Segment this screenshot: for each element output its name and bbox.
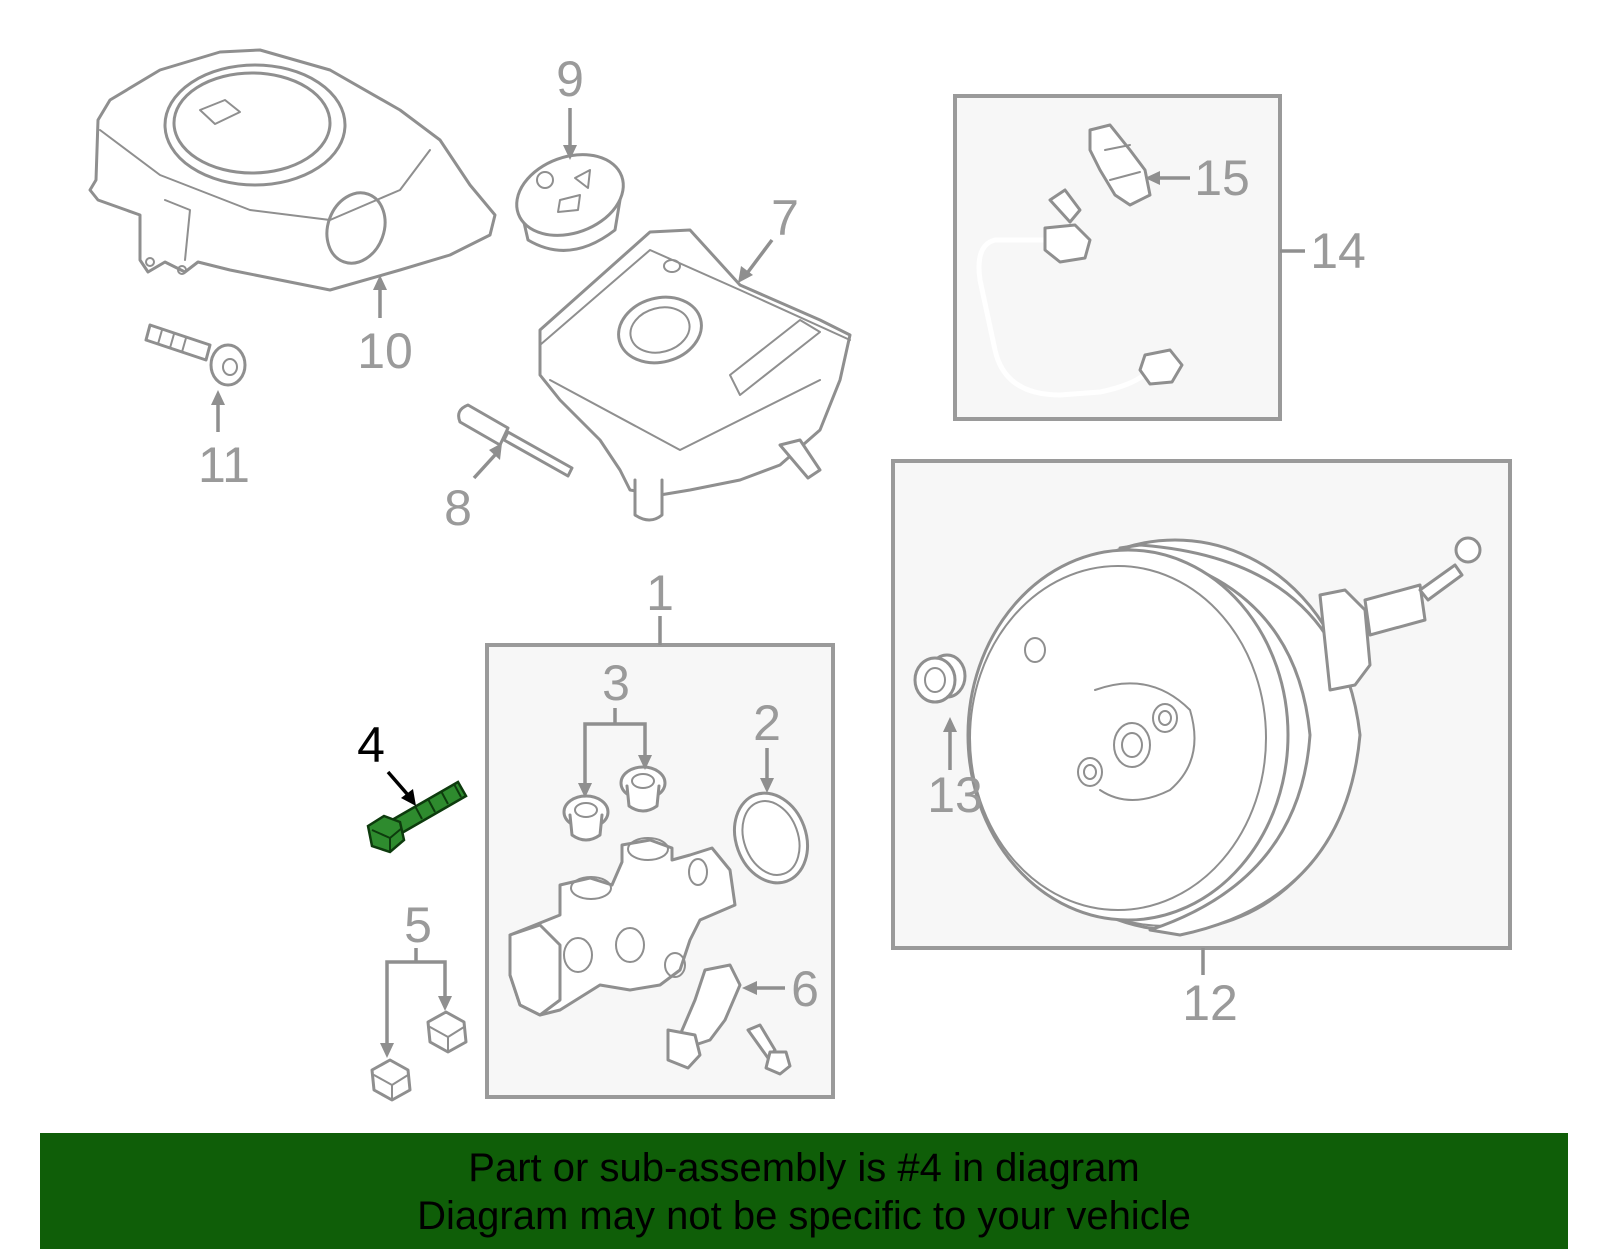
part-13-grommet[interactable] (913, 653, 967, 704)
part-2-o-ring[interactable] (722, 783, 819, 893)
part-8-pin[interactable] (457, 403, 574, 478)
part-14-brake-line[interactable] (976, 188, 1184, 398)
callout-7: 7 (771, 190, 799, 246)
info-banner: Part or sub-assembly is #4 in diagram Di… (40, 1133, 1568, 1249)
callout-9: 9 (556, 51, 584, 107)
part-12-brake-booster[interactable] (966, 536, 1482, 937)
callout-6: 6 (791, 961, 819, 1017)
callout-3: 3 (602, 655, 630, 711)
part-7-fluid-reservoir[interactable] (538, 228, 852, 522)
callout-12: 12 (1182, 975, 1238, 1031)
part-5-nuts[interactable] (370, 1010, 468, 1102)
part-11-bolt[interactable] (144, 323, 247, 387)
callout-10: 10 (357, 323, 413, 379)
banner-line-1: Part or sub-assembly is #4 in diagram (468, 1146, 1140, 1190)
callout-13: 13 (927, 767, 983, 823)
part-4-bolt-highlighted[interactable] (366, 780, 468, 854)
part-15-sensor[interactable] (1088, 123, 1152, 207)
part-3-reservoir-seals[interactable] (562, 765, 667, 842)
part-9-reservoir-cap[interactable] (505, 140, 634, 252)
callout-14: 14 (1310, 223, 1366, 279)
callout-2: 2 (753, 695, 781, 751)
callout-4: 4 (357, 717, 385, 773)
callout-8: 8 (444, 480, 472, 536)
banner-line-2: Diagram may not be specific to your vehi… (417, 1194, 1191, 1238)
callout-1: 1 (646, 565, 674, 621)
part-10-reservoir-cover[interactable] (88, 48, 497, 292)
callout-5: 5 (404, 897, 432, 953)
master-cylinder-body[interactable] (508, 837, 737, 1017)
part-6-sensor[interactable] (666, 963, 792, 1076)
leader-lines (211, 108, 1305, 1058)
callout-15: 15 (1194, 150, 1250, 206)
callout-11: 11 (198, 437, 250, 493)
